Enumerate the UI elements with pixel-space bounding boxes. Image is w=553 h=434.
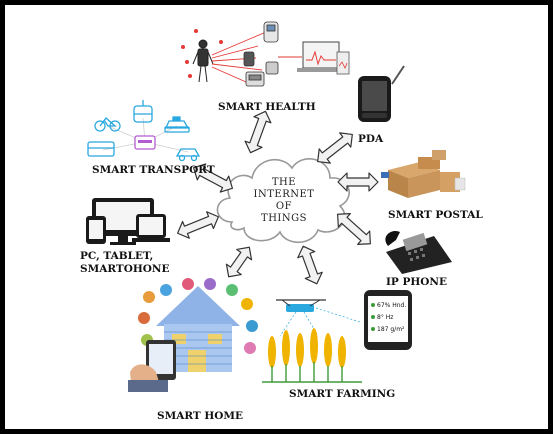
tablet-icon (86, 216, 106, 244)
farming-reading-2: 8° Hz (377, 314, 393, 321)
arrow-smart-farming (297, 245, 323, 285)
cloud-line-3: OF (276, 201, 292, 212)
pda-icon (358, 65, 405, 122)
cloud-line-1: THE (272, 177, 296, 188)
ip-phone-group: IP PHONE (385, 230, 452, 288)
arrow-smart-health (244, 110, 272, 154)
car-icon (175, 148, 201, 162)
human-figure-icon (192, 39, 214, 83)
arrow-smart-postal (337, 172, 379, 192)
bus-icon (87, 141, 115, 157)
label-pda: PDA (358, 133, 384, 145)
farming-phone-icon: 67% Hnd. 8° Hz 187 g/m² (364, 290, 412, 350)
pda-group: PDA (358, 65, 405, 145)
health-links (211, 31, 302, 83)
label-smart-transport: SMART TRANSPORT (92, 164, 215, 176)
smartphone-icon (132, 214, 170, 242)
label-smart-postal: SMART POSTAL (388, 209, 483, 221)
glucometer-icon (243, 21, 279, 67)
cloud-line-2: INTERNET (254, 189, 315, 200)
arrows (177, 110, 379, 285)
farming-reading-1: 67% Hnd. (377, 302, 406, 309)
arrow-smart-home (225, 246, 253, 278)
label-pc-line-2: SMARTOHONE (80, 263, 170, 275)
blood-pressure-monitor-icon (245, 61, 279, 87)
signal-lines (279, 307, 361, 337)
label-ip-phone: IP PHONE (386, 276, 447, 288)
label-smart-health: SMART HEALTH (218, 101, 316, 113)
smart-farming-group: 67% Hnd. 8° Hz 187 g/m² SMART FARMING (262, 290, 412, 400)
label-smart-farming: SMART FARMING (289, 388, 395, 400)
parcels-icon (381, 150, 466, 198)
pc-tablet-group: PC, TABLET, SMARTOHONE (80, 198, 170, 275)
arrow-pda (317, 132, 353, 164)
hand-tablet-icon (128, 340, 176, 392)
smart-health-group: SMART HEALTH (181, 21, 350, 113)
cloud-line-4: THINGS (261, 213, 307, 224)
card-reader-icon (134, 135, 156, 150)
label-smart-home: SMART HOME (157, 410, 243, 422)
arrow-smart-transport (192, 163, 234, 193)
iot-cloud: THE INTERNET OF THINGS (216, 158, 350, 244)
smart-home-group: SMART HOME (128, 278, 258, 422)
smart-transport-group: SMART TRANSPORT (87, 100, 215, 176)
bicycle-icon (94, 117, 121, 132)
drone-icon (276, 299, 326, 312)
alert-dots (181, 29, 223, 78)
crop-plants-icon (262, 328, 362, 383)
ip-phone-icon (385, 230, 452, 274)
taxi-icon (164, 116, 190, 133)
label-pc-line-1: PC, TABLET, (80, 250, 153, 262)
tram-icon (133, 100, 153, 123)
arrow-ip-phone (337, 213, 371, 245)
smart-postal-group: SMART POSTAL (381, 150, 483, 221)
arrow-pc-tablet (177, 211, 219, 239)
appliance-icons (138, 278, 258, 354)
farming-reading-3: 187 g/m² (377, 326, 405, 333)
laptop-ecg-icon (297, 41, 350, 75)
